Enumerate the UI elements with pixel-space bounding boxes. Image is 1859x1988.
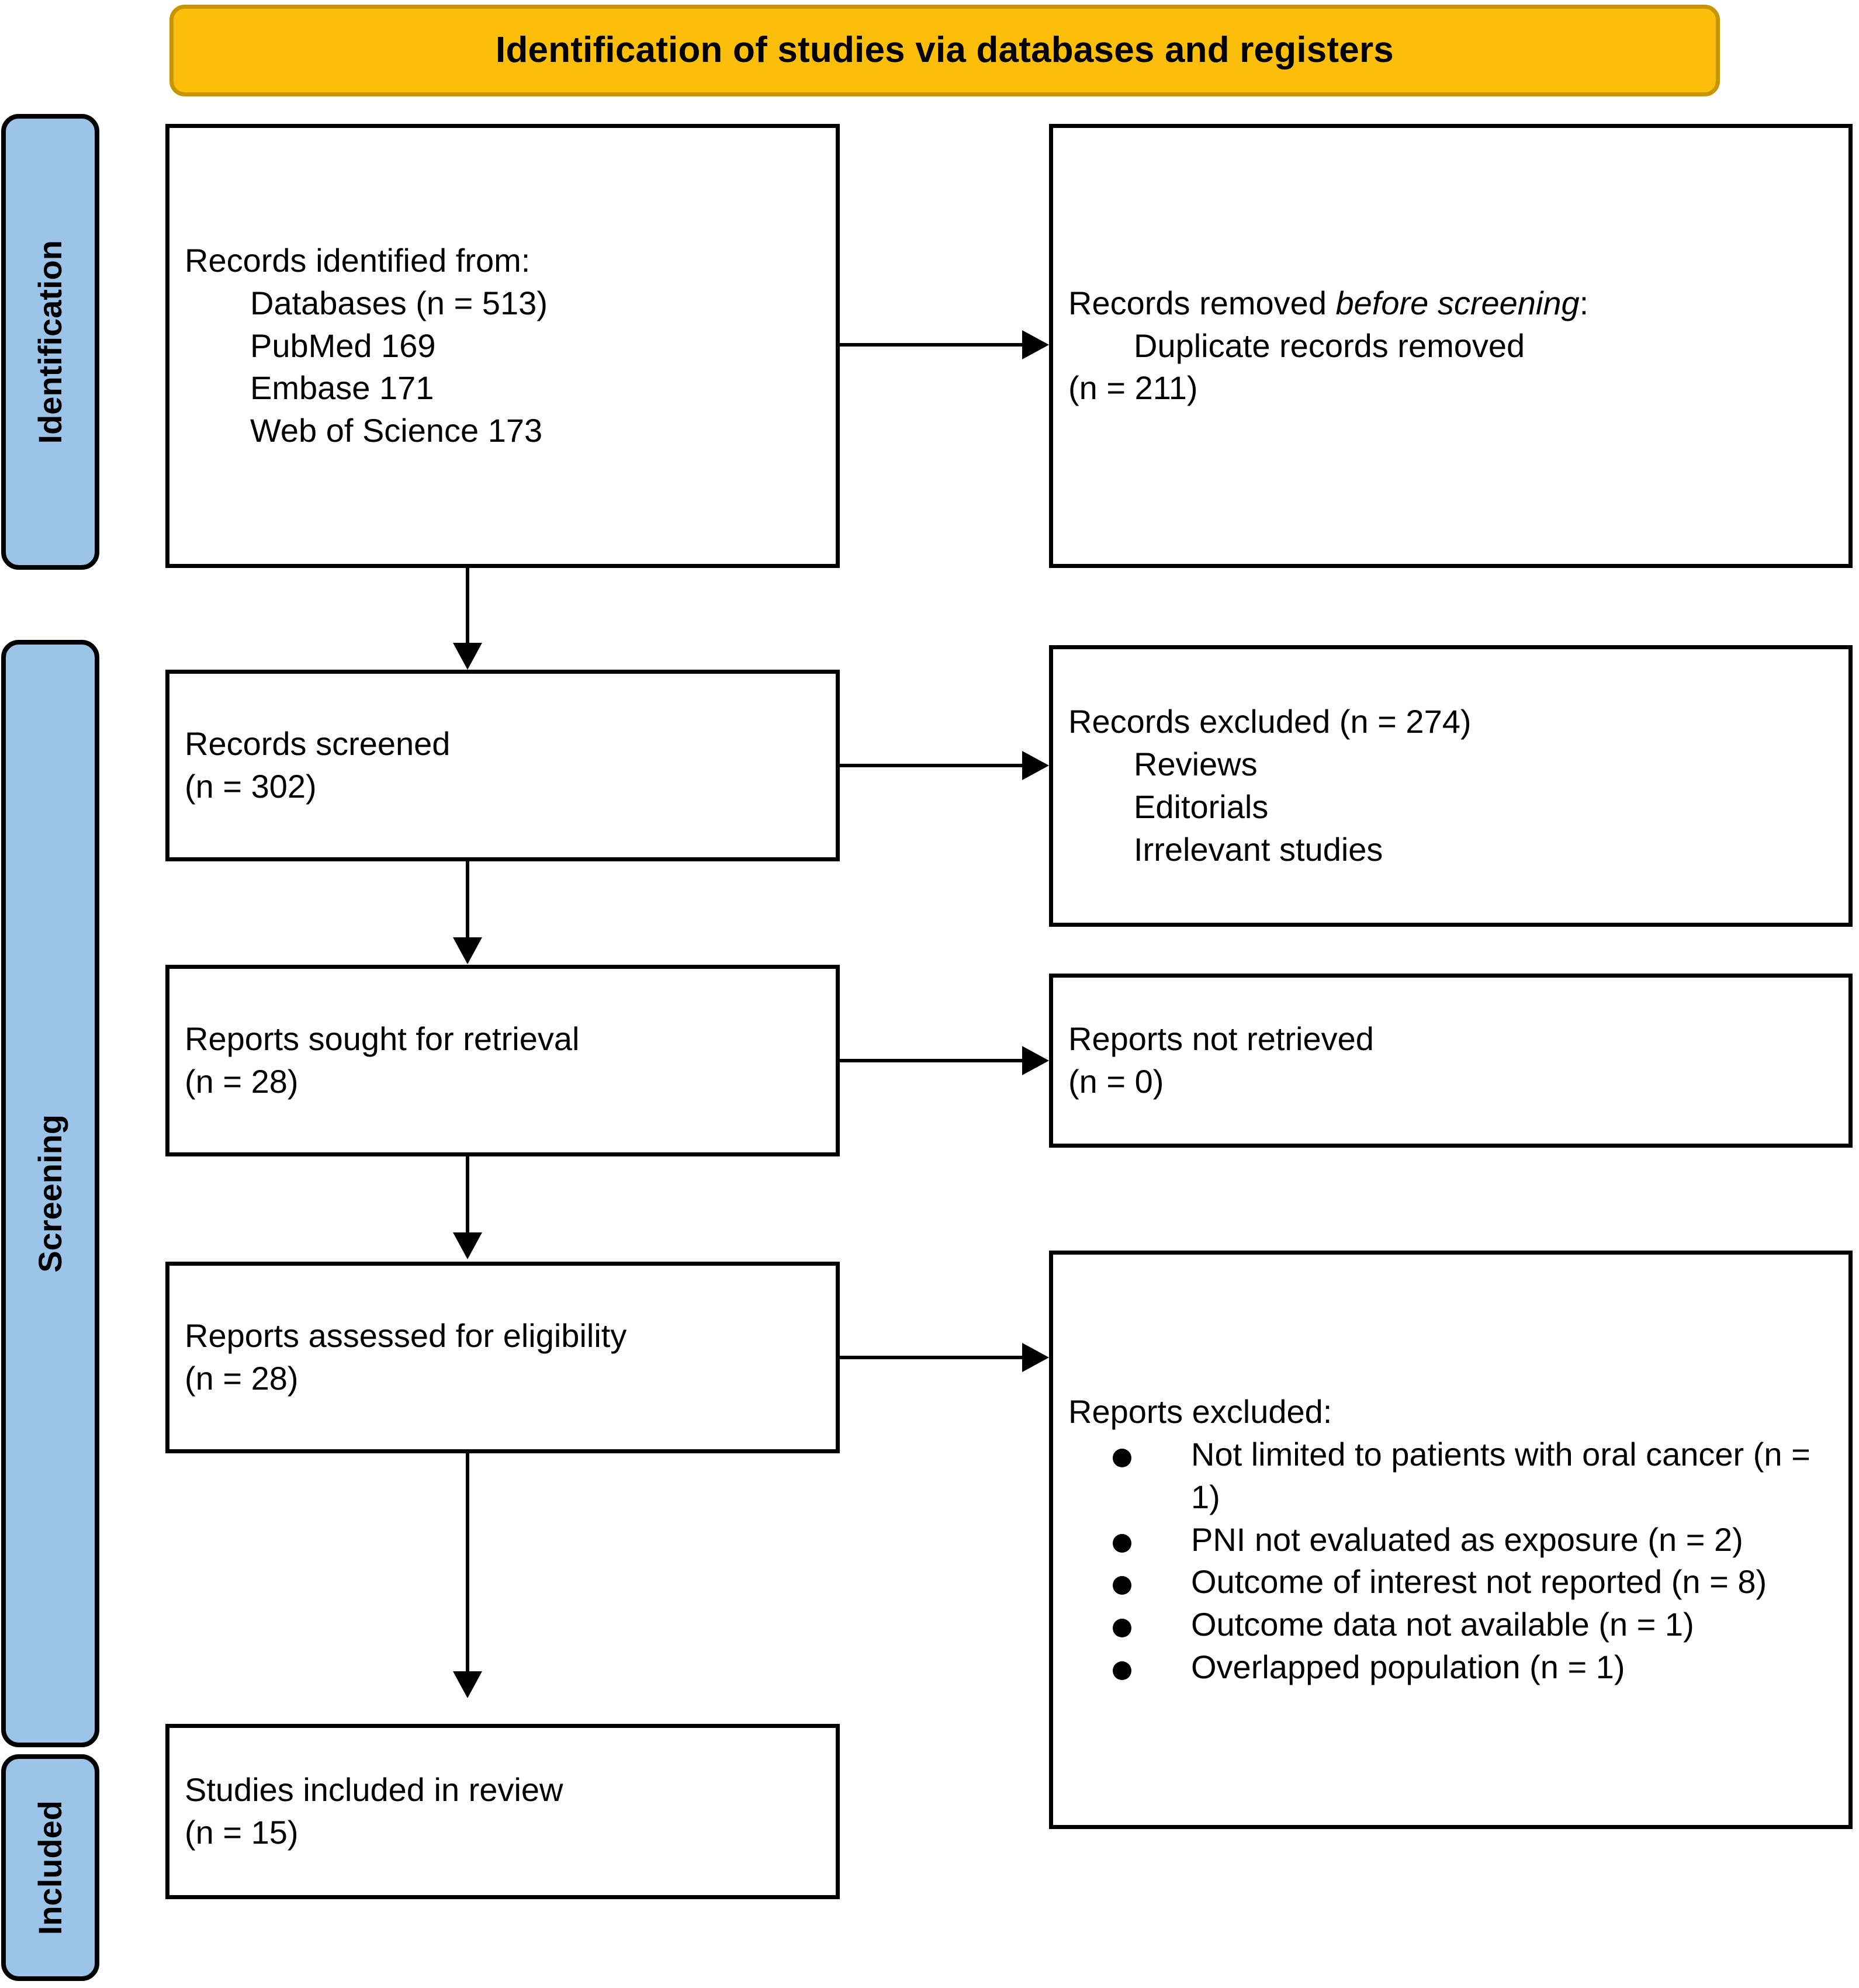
records-screened-count: (n = 302)	[185, 768, 317, 805]
reports-sought-label: Reports sought for retrieval	[185, 1020, 580, 1058]
duplicate-records-removed-label: Duplicate records removed	[1134, 327, 1525, 364]
list-item: Overlapped population (n = 1)	[1068, 1646, 1833, 1689]
reports-assessed-label: Reports assessed for eligibility	[185, 1317, 627, 1355]
box-records-screened: Records screened (n = 302)	[165, 670, 840, 861]
bullet-dot-icon	[1113, 1576, 1131, 1595]
reports-excluded-item-2: PNI not evaluated as exposure (n = 2)	[1191, 1521, 1743, 1558]
arrow-screened-to-sought	[453, 937, 482, 964]
box-reports-excluded: Reports excluded: Not limited to patient…	[1049, 1251, 1853, 1829]
bullet-dot-icon	[1113, 1661, 1131, 1680]
reports-excluded-item-1: Not limited to patients with oral cancer…	[1191, 1436, 1810, 1515]
connector-sought-to-not-retrieved	[840, 1059, 1022, 1062]
diagram-title: Identification of studies via databases …	[496, 30, 1394, 71]
box-records-excluded: Records excluded (n = 274) Reviews Edito…	[1049, 645, 1853, 927]
duplicate-records-removed-count: (n = 211)	[1068, 369, 1198, 407]
box-records-identified: Records identified from: Databases (n = …	[165, 124, 840, 568]
arrow-sought-to-not-retrieved	[1022, 1046, 1049, 1075]
records-removed-heading: Records removed before screening:	[1068, 282, 1833, 325]
connector-assessed-to-reports-excluded	[840, 1356, 1022, 1359]
phase-label-identification-text: Identification	[32, 240, 68, 444]
phase-label-included-text: Included	[32, 1800, 68, 1935]
records-excluded-heading: Records excluded (n = 274)	[1068, 703, 1472, 740]
reports-excluded-list: Not limited to patients with oral cancer…	[1068, 1433, 1833, 1689]
records-excluded-reviews: Reviews	[1134, 746, 1258, 783]
reports-sought-count: (n = 28)	[185, 1063, 299, 1100]
arrow-assessed-to-included	[453, 1671, 482, 1698]
connector-sought-to-assessed	[466, 1156, 469, 1232]
list-item: PNI not evaluated as exposure (n = 2)	[1068, 1519, 1833, 1561]
records-identified-databases: Databases (n = 513)	[250, 284, 548, 321]
connector-identified-to-removed	[840, 343, 1022, 347]
records-identified-line-1: Records identified from:	[185, 242, 531, 279]
records-removed-heading-b: :	[1579, 284, 1589, 321]
studies-included-count: (n = 15)	[185, 1814, 299, 1851]
list-item: Outcome data not available (n = 1)	[1068, 1603, 1833, 1646]
phase-label-identification: Identification	[1, 114, 99, 570]
records-excluded-irrelevant: Irrelevant studies	[1134, 830, 1383, 868]
reports-excluded-item-5: Overlapped population (n = 1)	[1191, 1648, 1625, 1685]
arrow-screened-to-records-excluded	[1022, 751, 1049, 780]
records-screened-label: Records screened	[185, 725, 451, 763]
bullet-dot-icon	[1113, 1619, 1131, 1638]
records-excluded-editorials: Editorials	[1134, 788, 1269, 825]
phase-label-included: Included	[1, 1754, 99, 1981]
records-identified-pubmed: PubMed 169	[250, 327, 436, 364]
records-identified-web-of-science: Web of Science 173	[250, 412, 543, 449]
records-identified-embase: Embase 171	[250, 369, 434, 407]
box-reports-not-retrieved: Reports not retrieved (n = 0)	[1049, 974, 1853, 1148]
records-removed-heading-a: Records removed	[1068, 284, 1336, 321]
records-removed-heading-italic: before screening	[1335, 284, 1580, 321]
reports-excluded-item-4: Outcome data not available (n = 1)	[1191, 1606, 1694, 1643]
box-records-removed-before-screening: Records removed before screening: Duplic…	[1049, 124, 1853, 568]
reports-excluded-heading: Reports excluded:	[1068, 1393, 1332, 1431]
connector-screened-to-sought	[466, 861, 469, 937]
reports-not-retrieved-count: (n = 0)	[1068, 1063, 1164, 1100]
reports-excluded-item-3: Outcome of interest not reported (n = 8)	[1191, 1563, 1767, 1601]
box-studies-included-in-review: Studies included in review (n = 15)	[165, 1724, 840, 1899]
box-reports-sought-for-retrieval: Reports sought for retrieval (n = 28)	[165, 965, 840, 1156]
phase-label-screening: Screening	[1, 640, 99, 1747]
bullet-dot-icon	[1113, 1449, 1131, 1467]
list-item: Not limited to patients with oral cancer…	[1068, 1433, 1833, 1519]
studies-included-label: Studies included in review	[185, 1771, 563, 1809]
reports-assessed-count: (n = 28)	[185, 1360, 299, 1397]
connector-screened-to-records-excluded	[840, 764, 1022, 767]
arrow-sought-to-assessed	[453, 1232, 482, 1259]
reports-not-retrieved-label: Reports not retrieved	[1068, 1020, 1374, 1058]
arrow-identified-to-removed	[1022, 330, 1049, 359]
phase-label-screening-text: Screening	[32, 1114, 68, 1273]
diagram-title-banner: Identification of studies via databases …	[169, 5, 1720, 96]
box-reports-assessed-for-eligibility: Reports assessed for eligibility (n = 28…	[165, 1262, 840, 1453]
arrow-assessed-to-reports-excluded	[1022, 1343, 1049, 1372]
bullet-dot-icon	[1113, 1533, 1131, 1553]
connector-assessed-to-included	[466, 1453, 469, 1672]
arrow-identified-to-screened	[453, 643, 482, 670]
list-item: Outcome of interest not reported (n = 8)	[1068, 1561, 1833, 1603]
connector-identified-to-screened	[466, 568, 469, 644]
